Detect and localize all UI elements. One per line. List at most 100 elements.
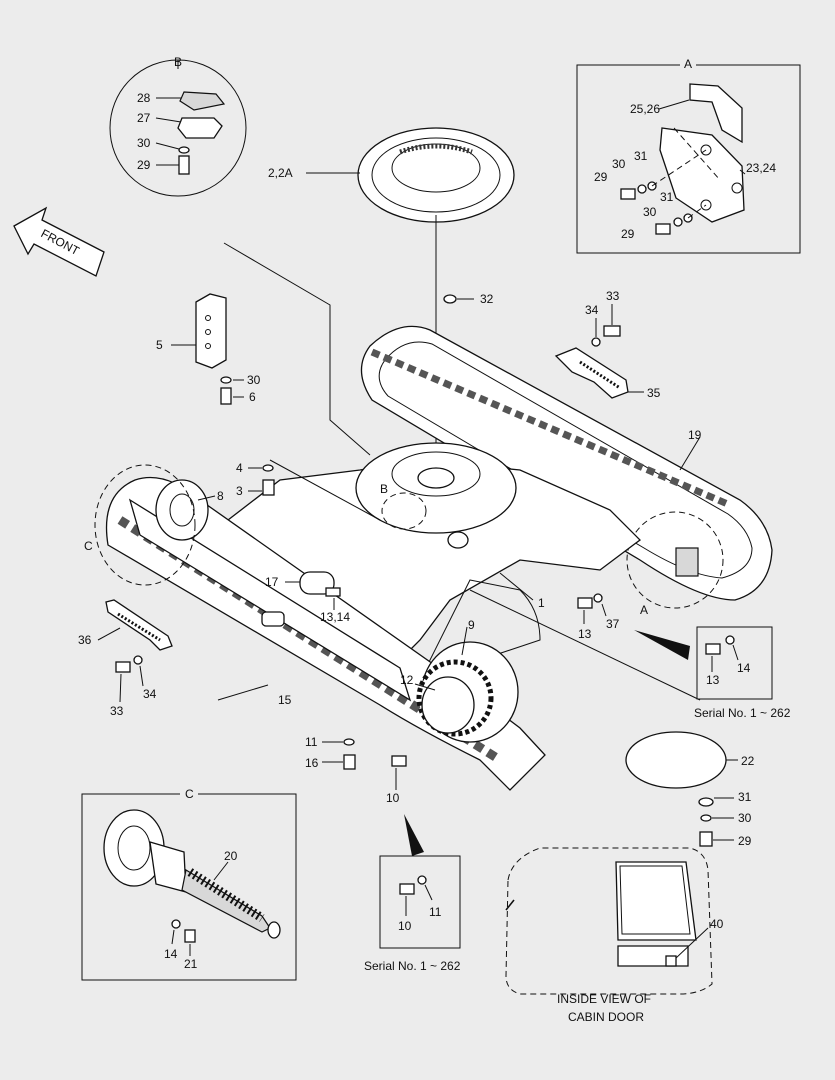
label-35: 35	[647, 386, 661, 400]
label-11-main: 11	[305, 735, 318, 749]
travel-motor-cover-right	[675, 547, 699, 577]
pointer-arrow-bottom	[404, 814, 424, 856]
label-32: 32	[480, 292, 494, 306]
label-17: 17	[265, 575, 279, 589]
label-19: 19	[688, 428, 702, 442]
cover-23	[659, 127, 745, 223]
cabin-caption-1: INSIDE VIEW OF	[557, 992, 651, 1006]
cabin-caption-2: CABIN DOOR	[568, 1010, 644, 1024]
pointer-arrow-right	[634, 630, 690, 660]
label-21: 21	[184, 957, 198, 971]
label-25-26: 25,26	[630, 102, 660, 116]
track-guard-35	[554, 347, 629, 399]
track-right-outline	[360, 325, 773, 601]
label-15: 15	[278, 693, 292, 707]
label-4: 4	[236, 461, 243, 475]
label-29-a-lower: 29	[621, 227, 635, 241]
label-1: 1	[538, 596, 545, 610]
label-10-main: 10	[386, 791, 400, 805]
gasket-28	[179, 91, 226, 111]
label-23-24: 23,24	[746, 161, 776, 175]
hub-12	[421, 676, 475, 734]
label-20: 20	[224, 849, 238, 863]
callout-a-main: A	[640, 603, 648, 617]
callout-a-circle	[626, 511, 724, 609]
swivel-joint-body	[195, 293, 227, 369]
washer-11	[343, 738, 355, 746]
washer-30-cover	[700, 814, 712, 822]
washer-14-inset	[725, 635, 735, 645]
callout-b-main: B	[380, 482, 388, 496]
serial-inset-bottom: 10 11 Serial No. 1 ~ 262	[364, 855, 461, 973]
cover-22-shape	[625, 731, 727, 789]
track-right: 19 A	[360, 325, 773, 617]
bolt-29-a-upper	[620, 188, 636, 200]
label-5: 5	[156, 338, 163, 352]
callout-c-circle	[94, 464, 196, 586]
washer-34-left	[133, 655, 143, 665]
label-27: 27	[137, 111, 151, 125]
bolt-6	[220, 387, 232, 405]
bolt-3	[262, 479, 275, 496]
label-30-b: 30	[137, 136, 151, 150]
callout-c-main: C	[84, 539, 93, 553]
serial-caption-right: Serial No. 1 ~ 262	[694, 706, 791, 720]
bolts-10-11-16: 11 16 10	[305, 735, 424, 856]
washer-31-cover	[698, 797, 714, 807]
callout-b-circle	[381, 492, 427, 530]
cabin-door: 40 INSIDE VIEW OF CABIN DOOR	[505, 847, 724, 1024]
label-40: 40	[710, 917, 724, 931]
sprocket-assembly: 9 12	[400, 618, 519, 743]
bolt-10-inset	[399, 883, 415, 895]
idler-yoke	[149, 841, 187, 893]
label-10-inset: 10	[398, 919, 412, 933]
label-31-cover: 31	[738, 790, 752, 804]
front-arrow: FRONT	[13, 206, 105, 277]
label-30-a-upper: 30	[612, 157, 626, 171]
serial-inset-bottom-box	[379, 855, 461, 949]
label-29-b: 29	[137, 158, 151, 172]
label-29-a-upper: 29	[594, 170, 608, 184]
bolts-13-37: 13 37	[577, 593, 690, 660]
washer-11-inset	[417, 875, 427, 885]
label-33-left: 33	[110, 704, 124, 718]
washer-30	[178, 146, 190, 154]
detail-a: A 25,26 30 31 29 23,24 31 30 29	[576, 57, 801, 254]
cabin-label-40	[665, 955, 677, 967]
track-guard-left: 36 34 33	[78, 599, 173, 718]
label-14-c: 14	[164, 947, 178, 961]
bolt-21	[184, 929, 196, 943]
label-13-right: 13	[578, 627, 592, 641]
swing-bearing-teeth	[399, 143, 473, 155]
label-11-inset: 11	[429, 905, 442, 919]
bolt-29-a-lower	[655, 223, 671, 235]
cabin-door-outline	[505, 847, 713, 995]
cabin-window	[615, 861, 697, 941]
label-36: 36	[78, 633, 92, 647]
label-30-swivel: 30	[247, 373, 261, 387]
label-30-cover: 30	[738, 811, 752, 825]
label-13-14-center: 13,14	[320, 610, 350, 624]
detail-b-title: B	[174, 55, 182, 69]
label-14-inset: 14	[737, 661, 751, 675]
washer-14-c	[171, 919, 181, 929]
detail-b: B 28 27 30 29	[109, 55, 247, 197]
detail-c: C 20 14 21	[81, 787, 297, 981]
label-34-left: 34	[143, 687, 157, 701]
washer-34-right	[591, 337, 601, 347]
bolt-13-right	[577, 597, 593, 609]
label-31-a-lower: 31	[660, 190, 674, 204]
label-31-a-upper: 31	[634, 149, 648, 163]
washer-37	[593, 593, 603, 603]
washer-4	[262, 464, 274, 472]
detail-c-title: C	[185, 787, 194, 801]
label-33-right: 33	[606, 289, 620, 303]
label-2-2a: 2,2A	[268, 166, 293, 180]
front-arrow-shape	[13, 206, 105, 277]
serial-inset-right-box	[696, 626, 773, 700]
bracket-13-14	[325, 587, 341, 597]
bolt-33-left	[115, 661, 131, 673]
bracket-25	[689, 83, 743, 144]
cylinder-17: 17 13,14	[265, 571, 350, 624]
bolt-29-cover	[699, 831, 713, 847]
